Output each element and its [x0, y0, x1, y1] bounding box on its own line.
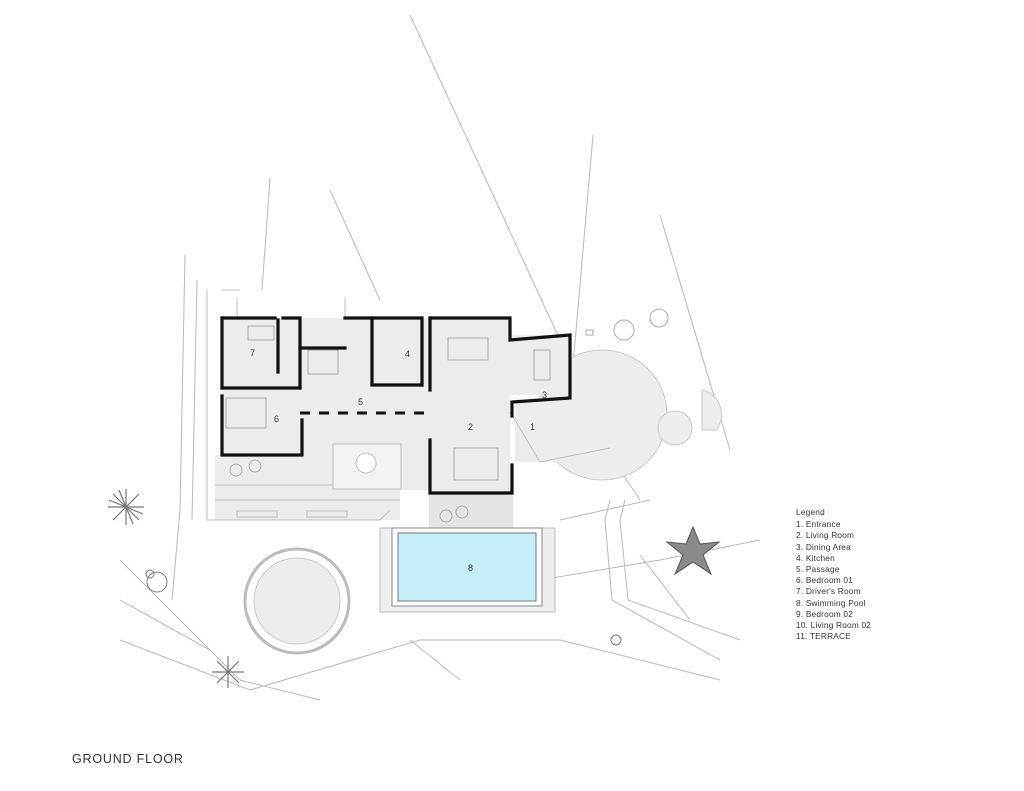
plants [108, 489, 721, 688]
room-label-1: 1 [530, 422, 535, 432]
room-label-8: 8 [468, 563, 473, 573]
room-label-5: 5 [358, 397, 363, 407]
legend-item: 8. Swimming Pool [796, 597, 866, 608]
legend-item: 9. Bedroom 02 [796, 608, 854, 619]
legend-item: 6. Bedroom 01 [796, 575, 854, 586]
legend-item: 1. Entrance [796, 519, 841, 530]
site-lines [119, 14, 761, 701]
walls [220, 316, 572, 495]
legend-item: 11. TERRACE [796, 631, 851, 642]
legend-item: 10. Living Room 02 [796, 620, 872, 631]
furniture [225, 325, 551, 523]
room-label-2: 2 [468, 422, 473, 432]
room-label-7: 7 [250, 348, 255, 358]
room-labels: 1 2 3 4 5 6 7 8 [250, 348, 547, 573]
legend-item: 3. Dining Area [796, 541, 851, 552]
legend: Legend 1. Entrance 2. Living Room 3. Din… [796, 507, 871, 642]
legend-item: 2. Living Room [796, 530, 855, 541]
legend-title: Legend [796, 507, 825, 517]
floor-title: GROUND FLOOR [72, 752, 184, 766]
legend-item: 7. Driver's Room [796, 586, 861, 597]
room-label-3: 3 [542, 390, 547, 400]
room-label-4: 4 [405, 349, 410, 359]
terrace-lines [206, 289, 611, 521]
star-plant-right [665, 525, 721, 576]
legend-item: 5. Passage [796, 564, 840, 575]
room-label-6: 6 [274, 414, 279, 424]
window-dashes [220, 400, 430, 450]
palm-plant-left [108, 489, 144, 525]
legend-item: 4. Kitchen [796, 552, 835, 563]
floor-areas [215, 318, 572, 543]
palm-plant-bottom [212, 656, 244, 688]
swimming-pool [379, 527, 556, 613]
